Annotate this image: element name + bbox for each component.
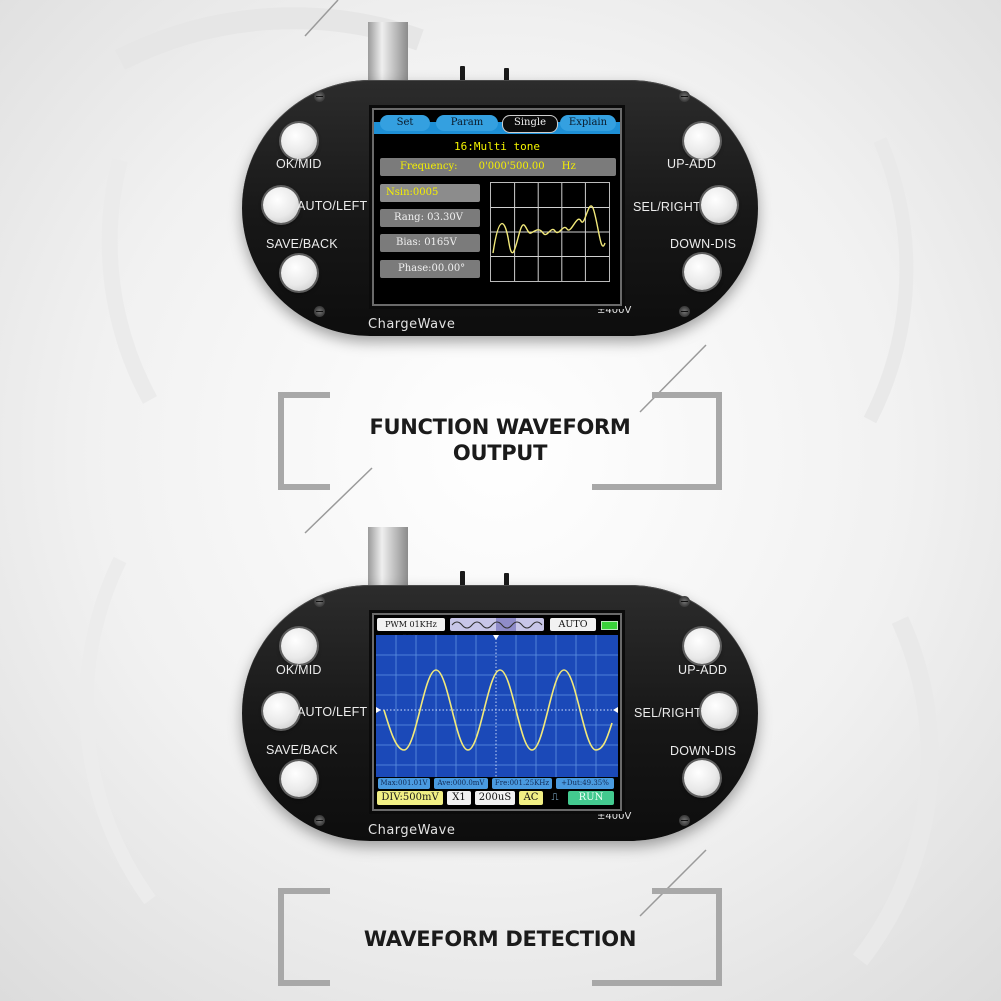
sel-right-label: SEL/RIGHT <box>633 200 701 214</box>
ok-mid-label: OK/MID <box>276 663 322 677</box>
generator-device: OK/MID AUTO/LEFT SAVE/BACK UP-ADD SEL/RI… <box>242 22 758 336</box>
ok-mid-button[interactable] <box>281 628 317 664</box>
sine-wave <box>383 669 613 751</box>
trigger-mode[interactable]: AUTO <box>550 618 596 631</box>
measure-max: Max:001.01V <box>378 778 430 789</box>
generator-screen: Set Param Single Explain 16:Multi tone F… <box>372 108 622 306</box>
bias-field[interactable]: Bias: 0165V <box>380 234 480 252</box>
save-back-button[interactable] <box>281 761 317 797</box>
up-add-label: UP-ADD <box>678 663 728 677</box>
thumbnail-wave-icon <box>451 618 543 631</box>
auto-left-label: AUTO/LEFT <box>297 199 368 213</box>
nsin-field[interactable]: Nsin:0005 <box>380 184 480 202</box>
auto-left-label: AUTO/LEFT <box>297 705 368 719</box>
caption-generator-line2: OUTPUT <box>452 441 548 465</box>
voltage-label: ±400V <box>597 811 632 822</box>
brand-label: ChargeWave <box>368 317 456 332</box>
screw <box>314 815 325 826</box>
up-add-button[interactable] <box>684 628 720 664</box>
save-back-label: SAVE/BACK <box>266 743 338 757</box>
frequency-unit: Hz <box>561 161 576 172</box>
trigger-edge-icon[interactable]: ⎍ <box>551 792 559 803</box>
caption-frame-generator: FUNCTION WAVEFORM OUTPUT <box>278 392 722 490</box>
frequency-value: 0'000'500.00 <box>478 161 545 172</box>
phase-field[interactable]: Phase:00.00° <box>380 260 480 278</box>
ok-mid-label: OK/MID <box>276 157 322 171</box>
sel-right-label: SEL/RIGHT <box>634 706 702 720</box>
coupling-setting[interactable]: AC <box>519 791 543 805</box>
sel-right-button[interactable] <box>701 187 737 223</box>
up-add-button[interactable] <box>684 123 720 159</box>
tab-param[interactable]: Param <box>436 115 498 131</box>
up-add-label: UP-ADD <box>667 157 717 171</box>
mode-title: 16:Multi tone <box>453 140 541 153</box>
switch-knob[interactable] <box>460 66 465 82</box>
measure-dut: +Dut:49.35% <box>556 778 614 789</box>
screw <box>679 306 690 317</box>
caption-generator-line1: FUNCTION WAVEFORM <box>369 415 631 439</box>
screw <box>679 91 690 102</box>
screw <box>314 91 325 102</box>
time-base-setting[interactable]: 200uS <box>475 791 515 805</box>
probe-multiplier[interactable]: X1 <box>447 791 471 805</box>
range-field[interactable]: Rang: 03.30V <box>380 209 480 227</box>
caption-frame-scope: WAVEFORM DETECTION <box>278 888 722 986</box>
scope-grid <box>376 635 618 777</box>
pwm-output-indicator[interactable]: PWM 01KHz 50% <box>377 618 445 642</box>
down-dis-label: DOWN-DIS <box>670 744 737 758</box>
measure-ave: Ave:000.0mV <box>434 778 488 789</box>
tab-single[interactable]: Single <box>502 115 558 133</box>
run-status[interactable]: RUN <box>568 791 614 805</box>
waveform-preview <box>490 182 610 282</box>
switch-knob[interactable] <box>460 571 465 587</box>
screw <box>679 815 690 826</box>
scope-chart <box>376 635 618 777</box>
caption-scope: WAVEFORM DETECTION <box>363 927 637 951</box>
screw <box>314 306 325 317</box>
auto-left-button[interactable] <box>263 187 299 223</box>
auto-left-button[interactable] <box>263 693 299 729</box>
oscilloscope-screen: PWM 01KHz 50% AUTO <box>372 613 622 811</box>
screw <box>314 596 325 607</box>
switch-knob[interactable] <box>504 68 509 82</box>
frequency-label: Frequency: <box>400 161 458 172</box>
tab-explain[interactable]: Explain <box>560 115 616 131</box>
waveform-thumbnail[interactable] <box>450 618 544 631</box>
tab-set[interactable]: Set <box>380 115 430 131</box>
save-back-label: SAVE/BACK <box>266 237 338 251</box>
down-dis-label: DOWN-DIS <box>670 237 737 251</box>
ok-mid-button[interactable] <box>281 123 317 159</box>
down-dis-button[interactable] <box>684 254 720 290</box>
volts-div-setting[interactable]: DIV:500mV <box>377 791 443 805</box>
voltage-label: ±400V <box>597 305 632 316</box>
oscilloscope-device: OK/MID AUTO/LEFT SAVE/BACK UP-ADD SEL/RI… <box>242 527 758 841</box>
save-back-button[interactable] <box>281 255 317 291</box>
waveform-preview-chart <box>491 183 609 281</box>
brand-label: ChargeWave <box>368 823 456 838</box>
multi-tone-wave <box>492 205 606 254</box>
measure-fre: Fre:001.25KHz <box>492 778 552 789</box>
sel-right-button[interactable] <box>701 693 737 729</box>
tab-bar <box>374 122 620 134</box>
scope-display: PWM 01KHz 50% AUTO <box>374 615 620 809</box>
frequency-field[interactable]: Frequency: 0'000'500.00 Hz <box>380 158 616 176</box>
switch-knob[interactable] <box>504 573 509 587</box>
down-dis-button[interactable] <box>684 760 720 796</box>
battery-icon <box>601 621 618 630</box>
screw <box>679 596 690 607</box>
